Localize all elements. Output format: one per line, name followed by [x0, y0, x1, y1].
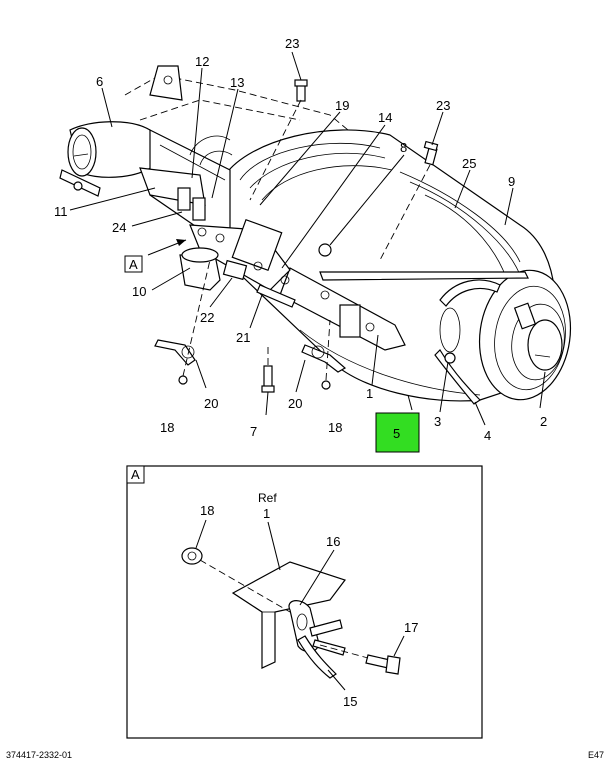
nut-18-left [178, 375, 188, 385]
callout-23a: 23 [285, 36, 299, 51]
footer-page-code: E47 [587, 750, 604, 760]
bolt-23-right [423, 140, 439, 166]
callout-10: 10 [132, 284, 146, 299]
nut [318, 243, 332, 257]
clip-20-right [301, 344, 347, 373]
detail-nut-18 [181, 547, 203, 565]
main-assembly [59, 65, 572, 405]
highlight-box [375, 412, 420, 453]
detail-view-a: A 18 Ref 1 16 1 [126, 465, 483, 739]
callout-13: 13 [230, 75, 244, 90]
detail-callout-1: 1 [263, 506, 270, 521]
outlet-sensor [513, 302, 537, 330]
callout-14: 14 [378, 110, 392, 125]
callout-9: 9 [508, 174, 515, 189]
view-a-arrowhead [176, 239, 186, 246]
sensor-22 [222, 259, 248, 281]
bracket-plate [339, 304, 361, 338]
bolt-7 [261, 365, 275, 393]
callout-4: 4 [484, 428, 491, 443]
detail-isolator [288, 600, 320, 653]
callout-5: 5 [393, 426, 400, 441]
callout-25: 25 [462, 156, 476, 171]
callout-2: 2 [540, 414, 547, 429]
callout-18b: 18 [328, 420, 342, 435]
sensor-13 [192, 197, 206, 221]
callout-5-highlight[interactable]: 5 [375, 412, 420, 453]
clamp-strap [439, 279, 501, 307]
callout-6: 6 [96, 74, 103, 89]
detail-ref: Ref [258, 491, 277, 505]
support-rod [319, 271, 529, 281]
detail-callout-17: 17 [404, 620, 418, 635]
callout-7: 7 [250, 424, 257, 439]
callout-21: 21 [236, 330, 250, 345]
callout-labels: 6 12 13 23 19 14 8 23 25 9 11 24 10 22 2… [54, 36, 547, 443]
inlet-pipe-end [67, 127, 97, 177]
flange-plate [231, 218, 283, 272]
clip-20-left [154, 339, 196, 366]
outlet-pipe [527, 319, 563, 371]
callout-8: 8 [400, 140, 407, 155]
callout-20a: 20 [204, 396, 218, 411]
callout-1: 1 [366, 386, 373, 401]
callout-18a: 18 [160, 420, 174, 435]
bolt-23-left [294, 79, 308, 102]
detail-strap [297, 635, 337, 679]
callout-12: 12 [195, 54, 209, 69]
tube-21 [256, 284, 296, 308]
callout-24: 24 [112, 220, 126, 235]
mounting-tab [149, 65, 183, 101]
footer-drawing-number: 374417-2332-01 [6, 750, 73, 760]
detail-label: A [131, 467, 140, 482]
view-marker-a: A [124, 255, 143, 273]
leader-lines [69, 51, 546, 426]
sensor-12 [177, 187, 191, 211]
nut-18-right [321, 380, 331, 390]
detail-callout-15: 15 [343, 694, 357, 709]
mounting-tab-hole [163, 75, 173, 85]
callout-11: 11 [54, 204, 68, 219]
detail-label-box [126, 465, 145, 484]
callout-22: 22 [200, 310, 214, 325]
phantom-outline [124, 74, 361, 141]
detail-callout-18: 18 [200, 503, 214, 518]
detail-bolt-17 [365, 654, 401, 675]
svg-text:A: A [129, 257, 138, 272]
callout-19: 19 [335, 98, 349, 113]
callout-20b: 20 [288, 396, 302, 411]
detail-callout-16: 16 [326, 534, 340, 549]
phantom-outline-2 [139, 99, 301, 121]
callout-3: 3 [434, 414, 441, 429]
callout-23b: 23 [436, 98, 450, 113]
